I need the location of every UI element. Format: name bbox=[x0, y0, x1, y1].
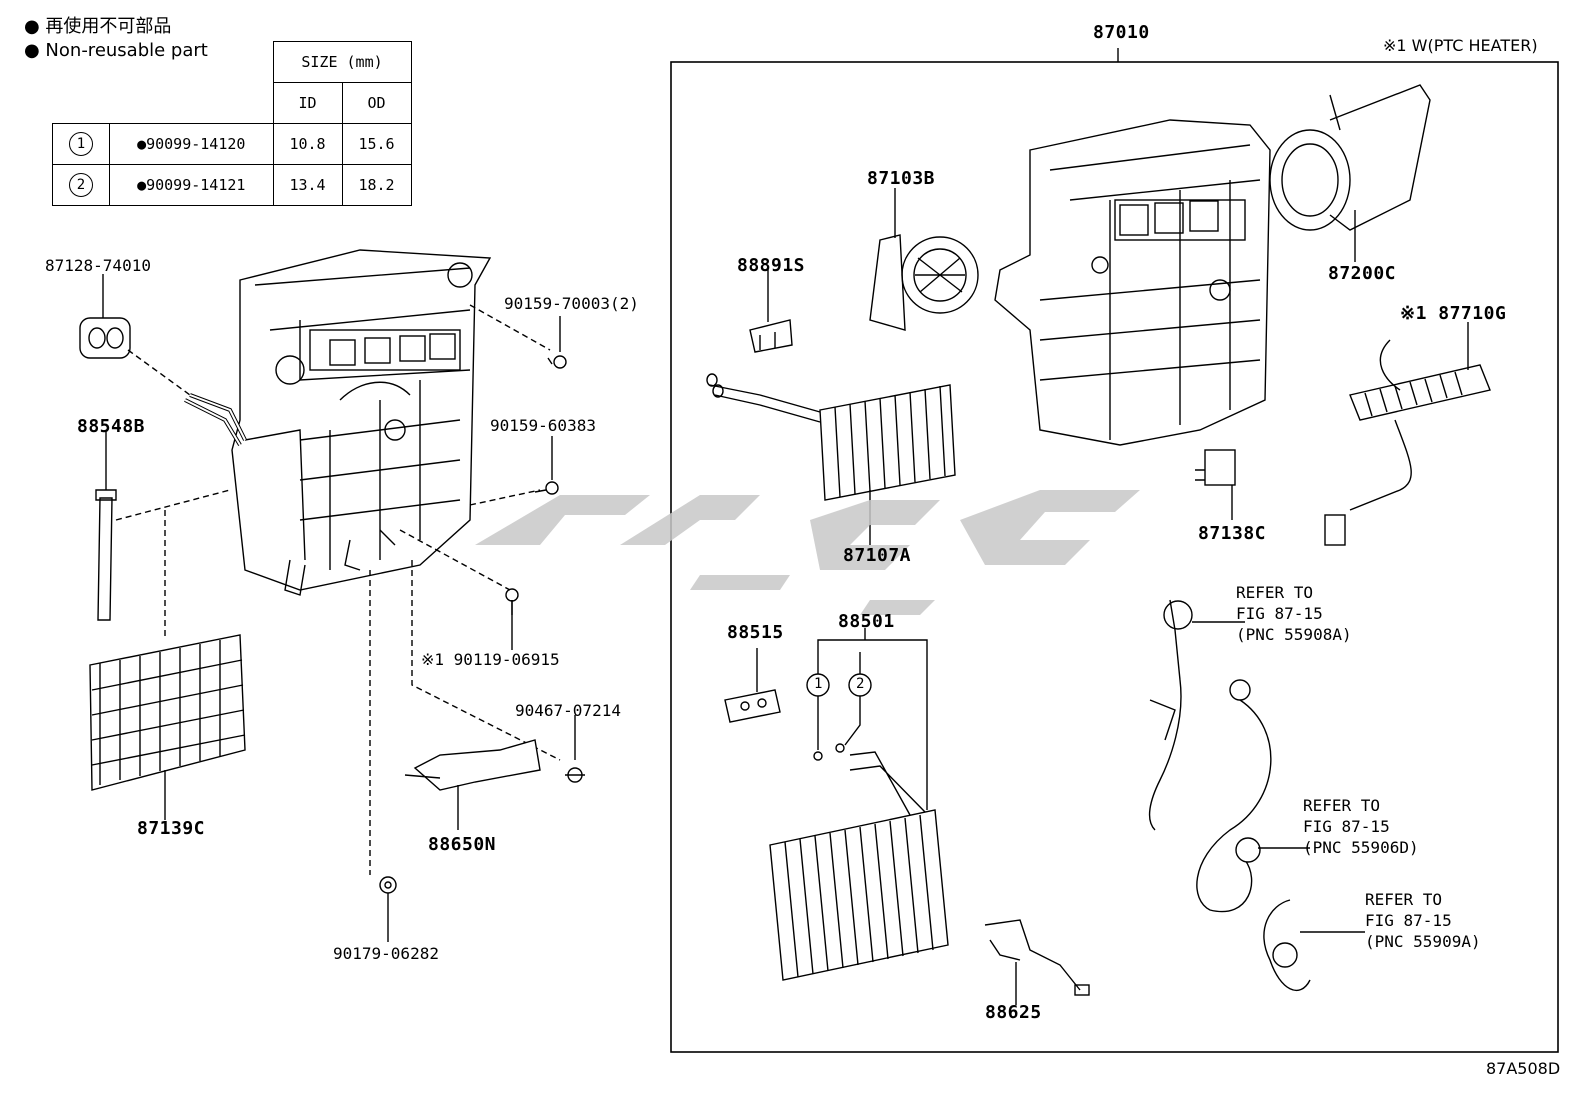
circle-mark-2: 2 bbox=[856, 676, 865, 692]
label-87107a: 87107A bbox=[843, 545, 912, 566]
seal-88548b bbox=[95, 489, 117, 621]
label-88625: 88625 bbox=[985, 1002, 1042, 1023]
hvac-unit-box bbox=[994, 119, 1271, 446]
evaporator-88501 bbox=[769, 751, 949, 981]
grommet-87128 bbox=[79, 317, 131, 359]
label-90159-60383: 90159-60383 bbox=[490, 416, 596, 435]
label-90467-07214: 90467-07214 bbox=[515, 701, 621, 720]
size-header: SIZE (mm) bbox=[272, 41, 412, 83]
harness-sensors bbox=[1148, 599, 1311, 992]
blower-87103b bbox=[869, 234, 979, 331]
refer-line: (PNC 55908A) bbox=[1236, 625, 1352, 644]
refer-line: REFER TO bbox=[1303, 796, 1381, 815]
outer-diameter: 18.2 bbox=[341, 164, 412, 206]
hvac-unit-left bbox=[184, 249, 492, 596]
screw-90159b bbox=[534, 481, 559, 495]
filter-87139c bbox=[89, 634, 246, 791]
col-od: OD bbox=[341, 82, 412, 124]
part-number: ●90099-14120 bbox=[109, 123, 274, 165]
label-87128-74010: 87128-74010 bbox=[45, 256, 151, 275]
mark-2: 2 bbox=[69, 173, 93, 197]
refer-line: FIG 87-15 bbox=[1365, 911, 1452, 930]
resistor-87138c bbox=[1195, 449, 1236, 486]
label-88891s: 88891S bbox=[737, 255, 806, 276]
bolt-90119 bbox=[505, 588, 519, 615]
table-row: 2 ●90099-14121 13.4 18.2 bbox=[52, 164, 412, 206]
ptc-heater-87710g bbox=[1324, 339, 1491, 546]
label-88650n: 88650N bbox=[428, 834, 497, 855]
assembly-note: ※1 W(PTC HEATER) bbox=[1383, 36, 1538, 55]
part-number: ●90099-14121 bbox=[109, 164, 274, 206]
label-90179-06282: 90179-06282 bbox=[333, 944, 439, 963]
inner-diameter: 13.4 bbox=[272, 164, 343, 206]
watermark-logo bbox=[475, 490, 1140, 615]
inner-diameter: 10.8 bbox=[272, 123, 343, 165]
mark-1: 1 bbox=[69, 132, 93, 156]
legend-non-reusable-jp: ● 再使用不可部品 bbox=[24, 16, 172, 37]
blower-case-87200c bbox=[1269, 84, 1431, 231]
harness-88625 bbox=[984, 919, 1090, 996]
size-table: SIZE (mm) ID OD 1 ●90099-14120 10.8 15.6… bbox=[52, 41, 412, 206]
refer-line: REFER TO bbox=[1365, 890, 1443, 909]
label-87138c: 87138C bbox=[1198, 523, 1267, 544]
label-90119-06915: ※1 90119-06915 bbox=[421, 650, 560, 669]
valve-88515 bbox=[724, 689, 781, 723]
label-87710g: ※1 87710G bbox=[1400, 303, 1507, 324]
heater-core-87107a bbox=[706, 373, 956, 501]
label-87200c: 87200C bbox=[1328, 263, 1397, 284]
label-90159-70003: 90159-70003(2) bbox=[504, 294, 639, 313]
table-row: 1 ●90099-14120 10.8 15.6 bbox=[52, 123, 412, 165]
refer-line: FIG 87-15 bbox=[1303, 817, 1390, 836]
col-id: ID bbox=[272, 82, 343, 124]
refer-note-55908a: REFER TO FIG 87-15 (PNC 55908A) bbox=[1236, 582, 1352, 645]
clip-90179 bbox=[379, 876, 397, 894]
refer-line: FIG 87-15 bbox=[1236, 604, 1323, 623]
label-88548b: 88548B bbox=[77, 416, 146, 437]
refer-line: REFER TO bbox=[1236, 583, 1314, 602]
label-88515: 88515 bbox=[727, 622, 784, 643]
refer-note-55906d: REFER TO FIG 87-15 (PNC 55906D) bbox=[1303, 795, 1419, 858]
label-87139c: 87139C bbox=[137, 818, 206, 839]
screw-90159a bbox=[547, 355, 567, 369]
label-88501: 88501 bbox=[838, 611, 895, 632]
assembly-number: 87010 bbox=[1093, 22, 1150, 43]
refer-note-55909a: REFER TO FIG 87-15 (PNC 55909A) bbox=[1365, 889, 1481, 952]
outer-diameter: 15.6 bbox=[341, 123, 412, 165]
figure-code: 87A508D bbox=[1486, 1059, 1561, 1078]
clip-88891s bbox=[749, 319, 793, 353]
circle-mark-1: 1 bbox=[814, 676, 823, 692]
refer-line: (PNC 55909A) bbox=[1365, 932, 1481, 951]
refer-line: (PNC 55906D) bbox=[1303, 838, 1419, 857]
legend-non-reusable-en: ● Non-reusable part bbox=[24, 40, 208, 61]
label-87103b: 87103B bbox=[867, 168, 936, 189]
sensor-88650n bbox=[404, 739, 541, 791]
clip-90467 bbox=[565, 767, 585, 783]
assembly-frame bbox=[670, 61, 1559, 1053]
